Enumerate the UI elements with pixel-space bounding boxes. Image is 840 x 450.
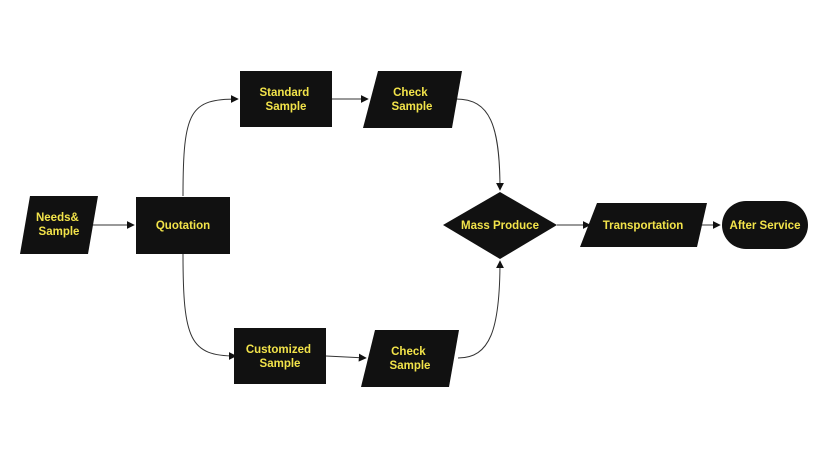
- node-label-line: After Service: [730, 220, 801, 232]
- process-box: [136, 197, 230, 254]
- node-label-line: Check: [391, 346, 426, 358]
- node-label-line: Mass Produce: [461, 220, 539, 232]
- node-after-service: After Service: [722, 201, 808, 249]
- node-check-sample-top: Check Sample: [363, 71, 462, 128]
- node-label: Mass Produce: [461, 220, 539, 232]
- node-label-line: Sample: [39, 226, 80, 238]
- edge-quotation-to-standard-sample: [182, 95, 239, 197]
- edge-check-top-to-mass-produce: [455, 98, 504, 191]
- node-standard-sample: Standard Sample: [240, 71, 332, 127]
- node-label-line: Sample: [266, 101, 307, 113]
- parallelogram-shape: [20, 196, 98, 254]
- node-check-sample-bottom: Check Sample: [361, 330, 459, 387]
- node-label: Check Sample: [390, 346, 431, 372]
- node-needs-sample: Needs& Sample: [20, 196, 98, 254]
- edges: [92, 95, 721, 362]
- node-label-line: Sample: [390, 360, 431, 372]
- node-label-line: Standard: [259, 87, 309, 99]
- node-label: Transportation: [603, 220, 684, 232]
- node-label: Check Sample: [392, 87, 433, 113]
- node-quotation: Quotation: [136, 197, 230, 254]
- node-label-line: Sample: [392, 101, 433, 113]
- node-label: Customized Sample: [246, 344, 314, 370]
- node-label-line: Check: [393, 87, 428, 99]
- parallelogram-shape: [363, 71, 462, 128]
- node-label-line: Transportation: [603, 220, 684, 232]
- parallelogram-shape: [580, 203, 707, 247]
- node-mass-produce: Mass Produce: [443, 192, 557, 259]
- node-label: After Service: [730, 220, 801, 232]
- process-box: [240, 71, 332, 127]
- parallelogram-shape: [361, 330, 459, 387]
- process-box: [234, 328, 326, 384]
- node-label-line: Customized: [246, 344, 311, 356]
- terminal-shape: [722, 201, 808, 249]
- node-label: Standard Sample: [259, 87, 312, 113]
- node-label: Quotation: [156, 220, 210, 232]
- node-label-line: Needs&: [36, 212, 79, 224]
- node-label-line: Quotation: [156, 220, 210, 232]
- node-transportation: Transportation: [580, 203, 707, 247]
- edge-customized-to-check-bottom: [325, 353, 367, 362]
- node-label-line: Sample: [260, 358, 301, 370]
- decision-diamond: [443, 192, 557, 259]
- edge-quotation-to-customized-sample: [182, 253, 237, 360]
- node-label: Needs& Sample: [36, 212, 82, 238]
- edge-check-bottom-to-mass-produce: [457, 260, 504, 359]
- node-customized-sample: Customized Sample: [234, 328, 326, 384]
